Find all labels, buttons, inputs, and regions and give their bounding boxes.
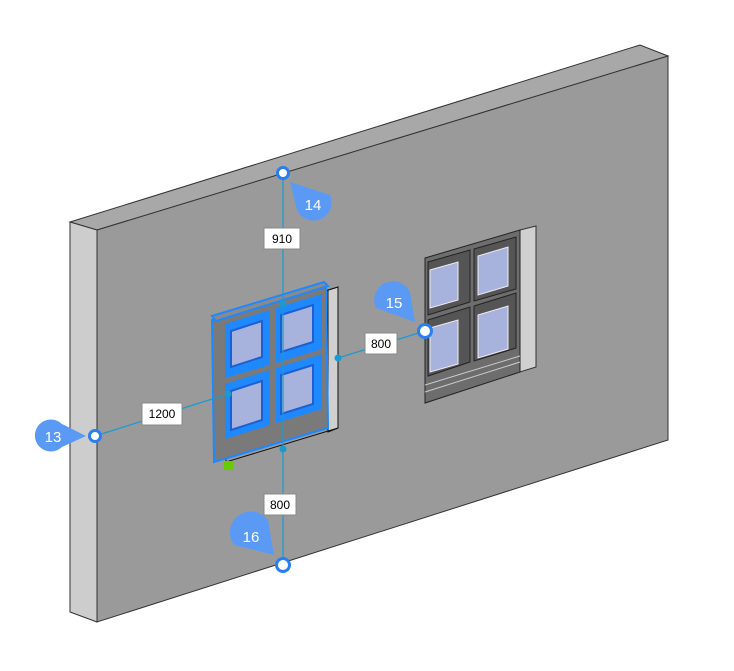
- grip-right: [417, 323, 433, 339]
- grip-top: [276, 166, 290, 180]
- grip-bottom: [275, 557, 291, 573]
- dimension-top[interactable]: 910: [263, 227, 301, 250]
- svg-text:14: 14: [305, 197, 322, 214]
- svg-text:16: 16: [243, 529, 260, 546]
- grip-left: [88, 429, 102, 443]
- window-existing[interactable]: [424, 225, 537, 404]
- glass-pane: [477, 246, 509, 296]
- glass-pane: [280, 303, 314, 354]
- window-selected[interactable]: [210, 280, 339, 470]
- glass-pane: [477, 305, 509, 359]
- callout-13: 13: [34, 419, 86, 452]
- glass-pane: [429, 319, 459, 373]
- wall-side-face: [69, 221, 98, 623]
- dimension-grips[interactable]: [224, 300, 342, 453]
- glass-pane: [230, 379, 263, 432]
- dimension-right[interactable]: 800: [364, 332, 398, 355]
- dimension-left[interactable]: 1200: [141, 402, 183, 426]
- svg-text:1200: 1200: [149, 407, 176, 421]
- endpoint-grips[interactable]: [88, 166, 433, 573]
- svg-text:910: 910: [272, 232, 292, 246]
- svg-text:800: 800: [371, 337, 391, 351]
- svg-text:13: 13: [45, 429, 62, 446]
- glass-pane: [429, 261, 459, 309]
- callout-16: 16: [229, 511, 274, 555]
- callout-14: 14: [290, 182, 332, 221]
- insertion-grip[interactable]: [224, 461, 233, 470]
- dimension-bottom[interactable]: 800: [263, 493, 297, 516]
- callout-15: 15: [374, 281, 415, 322]
- glass-pane: [230, 319, 263, 369]
- glass-pane: [280, 363, 314, 416]
- svg-text:800: 800: [270, 498, 290, 512]
- svg-text:15: 15: [386, 295, 403, 312]
